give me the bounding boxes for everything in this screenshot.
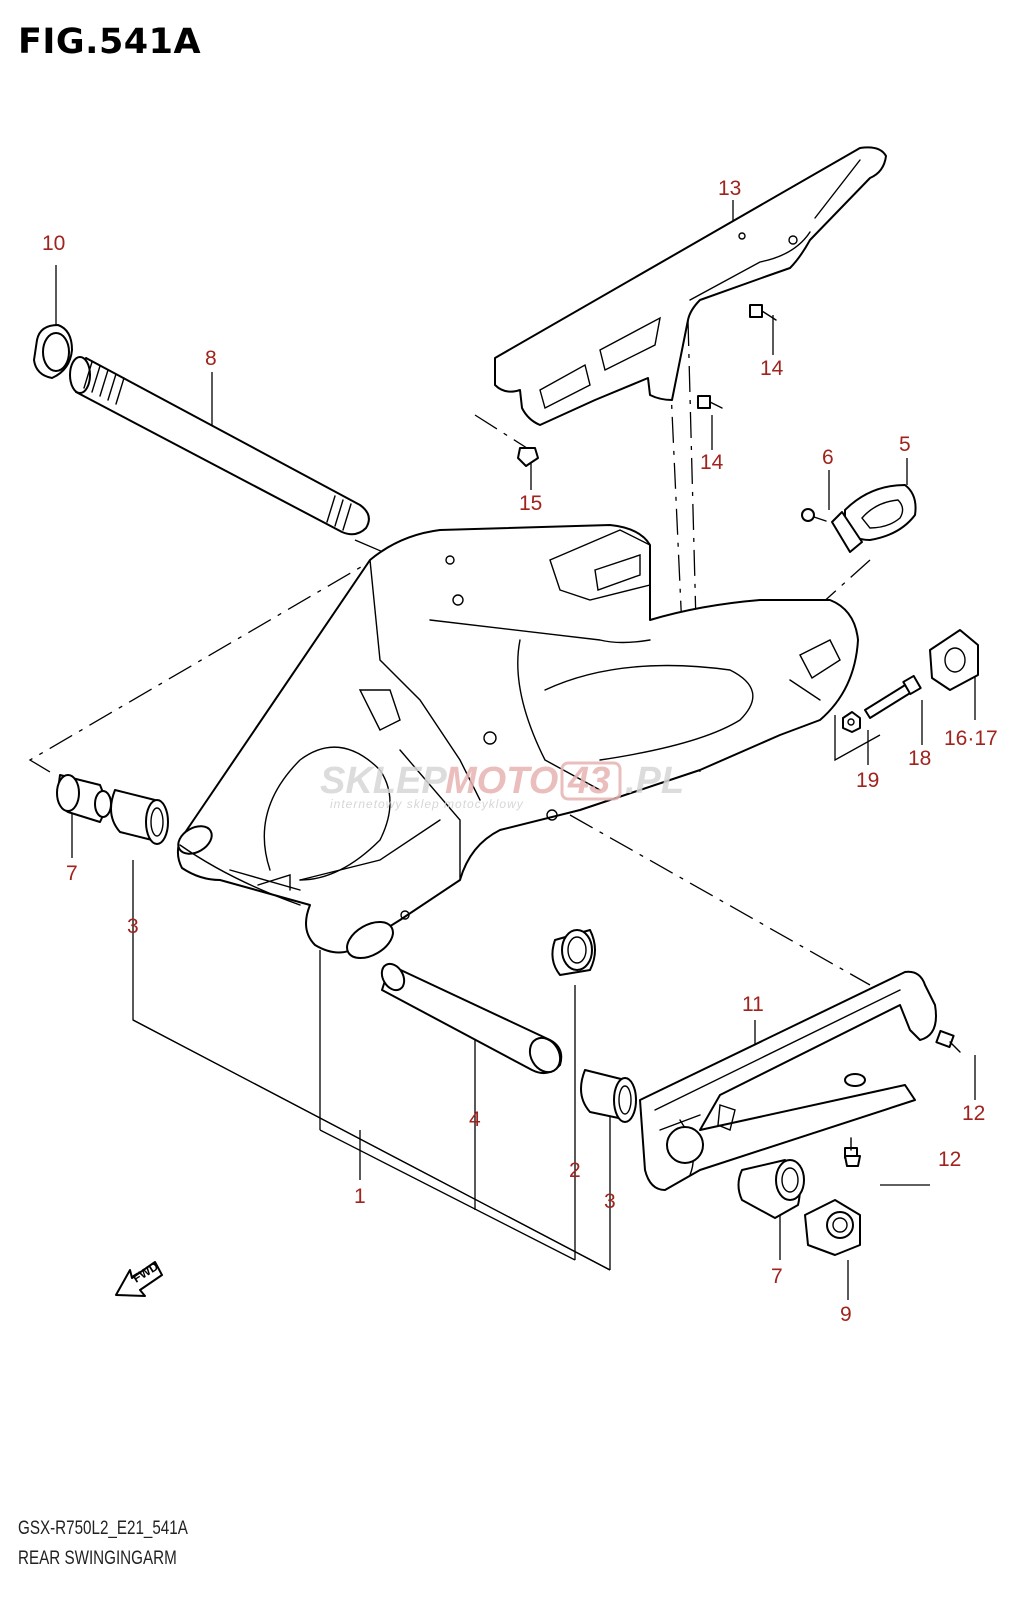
callout-18: 18: [908, 747, 931, 770]
nut-part-10: [33, 324, 73, 379]
pivot-shaft-part-8: [69, 356, 370, 536]
bearing-part-3-left: [110, 789, 169, 845]
svg-text:internetowy sklep motocyklowy: internetowy sklep motocyklowy: [330, 797, 524, 811]
callout-19: 19: [856, 769, 879, 792]
chain-adjuster-part-16-17: [929, 629, 979, 691]
leader-lines: [28, 200, 976, 1300]
bolt-part-14-upper: [749, 304, 777, 321]
callout-7-right: 7: [771, 1265, 783, 1288]
callout-12-lower: 12: [938, 1148, 961, 1171]
svg-text:43: 43: [567, 760, 610, 802]
callout-7-left: 7: [66, 862, 78, 885]
callout-10: 10: [42, 232, 65, 255]
watermark: SKLEP MOTO 43 .PL internetowy sklep moto…: [320, 760, 684, 811]
figure-name: REAR SWINGINGARM: [18, 1548, 177, 1569]
callout-4: 4: [469, 1108, 481, 1131]
callout-11: 11: [742, 993, 764, 1016]
callout-14-lower: 14: [700, 451, 724, 474]
nut-part-9: [804, 1199, 861, 1256]
spacer-part-4: [380, 962, 563, 1075]
callouts: 10 8 13 14 14 15 6 5 16·17 18 19 7 3 4 1…: [42, 177, 998, 1326]
callout-9: 9: [840, 1303, 852, 1326]
callout-3-left: 3: [127, 915, 139, 938]
model-code: GSX-R750L2_E21_541A: [18, 1518, 188, 1539]
svg-text:SKLEP: SKLEP: [320, 760, 447, 802]
callout-2: 2: [569, 1159, 581, 1182]
bracket-part-5: [831, 484, 917, 553]
needle-bearing-part-2: [551, 929, 596, 976]
bearing-part-3-right: [580, 1069, 637, 1123]
svg-text:.PL: .PL: [625, 760, 684, 802]
callout-6: 6: [822, 446, 834, 469]
collar-part-7-left: [56, 774, 112, 823]
callout-12-upper: 12: [962, 1102, 985, 1125]
callout-5: 5: [899, 433, 911, 456]
swingarm-part-1: [176, 524, 859, 960]
figure-title: FIG.541A: [18, 22, 202, 62]
callout-8: 8: [205, 347, 217, 370]
callout-1: 1: [354, 1185, 366, 1208]
bolt-part-14-lower: [697, 395, 723, 409]
screw-part-12-upper: [935, 1029, 961, 1053]
callout-3-right: 3: [604, 1190, 616, 1213]
callout-14-upper: 14: [760, 357, 784, 380]
collar-part-7-right: [737, 1159, 805, 1219]
callout-15: 15: [519, 492, 542, 515]
clip-part-15: [517, 447, 539, 467]
adjuster-bolt-part-18: [864, 674, 922, 719]
nut-part-19: [842, 711, 861, 733]
callout-13: 13: [718, 177, 741, 200]
screw-part-12-lower: [844, 1137, 861, 1167]
fwd-arrow-icon: FWD: [115, 1259, 163, 1297]
chain-guard-part-13: [494, 146, 887, 426]
screw-part-6: [801, 508, 827, 522]
chain-buffer-part-11: [639, 970, 937, 1191]
callout-16-17: 16·17: [944, 727, 998, 750]
svg-text:MOTO: MOTO: [445, 760, 558, 802]
